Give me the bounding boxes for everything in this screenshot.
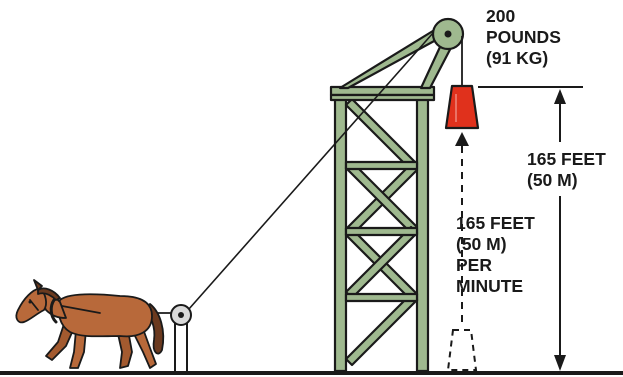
rate-label-line-3: PER	[456, 255, 492, 275]
lift-arrow-icon	[455, 132, 469, 146]
weight-icon	[444, 84, 480, 130]
tower	[329, 24, 457, 373]
height-label-line-2: (50 M)	[527, 170, 578, 190]
rate-label: 165 FEET (50 M) PER MINUTE	[456, 213, 535, 297]
height-label-line-1: 165 FEET	[527, 149, 606, 169]
height-dimension	[478, 86, 583, 371]
height-label: 165 FEET (50 M)	[527, 149, 606, 191]
rate-label-line-1: 165 FEET	[456, 213, 535, 233]
rate-label-line-4: MINUTE	[456, 276, 524, 296]
rope-diagonal	[180, 32, 434, 319]
top-pulley-icon	[431, 17, 465, 51]
weight-label-line-1: 200	[486, 6, 516, 26]
weight-label-line-2: POUNDS	[486, 27, 561, 47]
weight-label: 200 POUNDS (91 KG)	[486, 6, 561, 69]
ground-pulley-icon	[170, 304, 192, 372]
rate-label-line-2: (50 M)	[456, 234, 507, 254]
ghost-weight-icon	[446, 329, 478, 371]
weight-label-line-3: (91 KG)	[486, 48, 549, 68]
horse-icon	[15, 279, 165, 369]
